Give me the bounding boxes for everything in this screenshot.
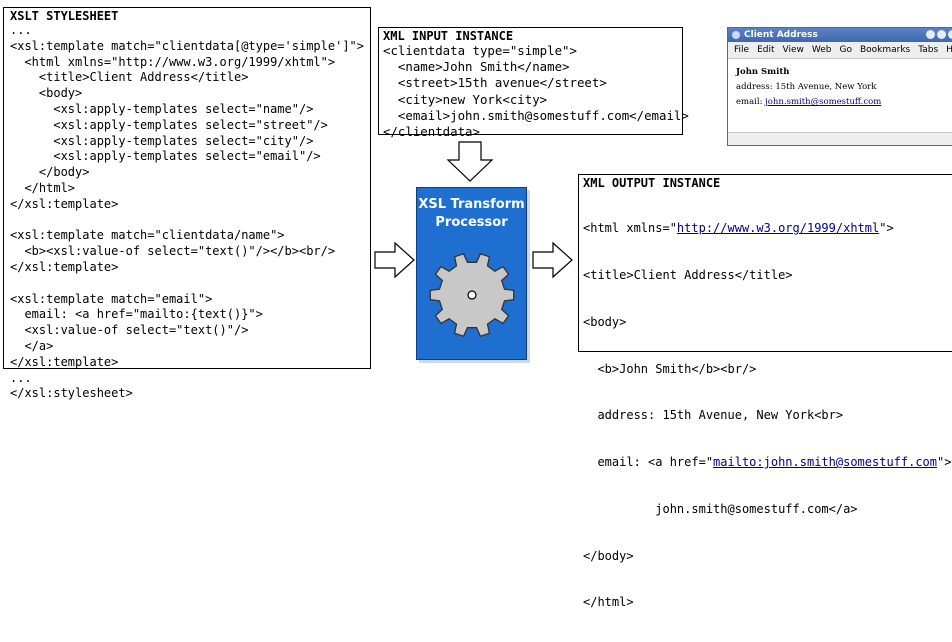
output-line: <body> xyxy=(583,314,627,329)
code-line: <xsl:apply-templates select="name"/> xyxy=(10,101,314,116)
code-line: </a> xyxy=(10,338,54,353)
output-line: address: 15th Avenue, New York<br> xyxy=(583,408,844,423)
code-line: <body> xyxy=(10,86,83,101)
code-line: <email>john.smith@somestuff.com</email> xyxy=(383,107,689,123)
menu-item-web[interactable]: Web xyxy=(811,45,832,55)
output-line: <b>John Smith</b><br/> xyxy=(583,361,757,376)
rendered-name: John Smith xyxy=(736,67,790,77)
code-line: <html xmlns="http://www.w3.org/1999/xhtm… xyxy=(10,54,336,69)
code-line: <city>new York<city> xyxy=(383,91,548,107)
menu-item-edit[interactable]: Edit xyxy=(757,45,775,55)
code-line: <b><xsl:value-of select="text()"/></b><b… xyxy=(10,244,336,259)
xml-output-box: XML OUTPUT INSTANCE <html xmlns="http://… xyxy=(578,174,952,609)
code-line: <xsl:template match="clientdata[@type='s… xyxy=(10,38,365,53)
processor-title-line2: Processor xyxy=(435,215,508,230)
code-line: </xsl:stylesheet> xyxy=(10,386,133,401)
code-line: <xsl:value-of select="text()"/> xyxy=(10,323,249,338)
rendered-email-link[interactable]: john.smith@somestuff.com xyxy=(765,97,882,107)
code-line: <clientdata type="simple"> xyxy=(383,43,577,58)
code-line xyxy=(10,276,364,292)
code-line: <name>John Smith</name> xyxy=(383,59,570,75)
xslt-code: ...<xsl:template match="clientdata[@type… xyxy=(10,23,364,402)
xslt-stylesheet-title: XSLT STYLESHEET xyxy=(10,9,119,23)
xslt-stylesheet-box: XSLT STYLESHEET ...<xsl:template match="… xyxy=(3,7,371,400)
menu-item-file[interactable]: File xyxy=(734,45,750,55)
browser-titlebar: Client Address xyxy=(728,28,952,42)
code-line: </xsl:template> xyxy=(10,196,119,211)
output-line: john.smith@somestuff.com</a> xyxy=(583,501,858,516)
menu-item-help[interactable]: Help xyxy=(946,45,952,55)
xml-input-title: XML INPUT INSTANCE xyxy=(383,29,514,43)
code-line: <xsl:apply-templates select="city"/> xyxy=(10,133,314,148)
code-line: </xsl:template> xyxy=(10,354,119,369)
rendered-email: email: john.smith@somestuff.com xyxy=(736,95,952,110)
minimize-icon[interactable] xyxy=(926,30,935,39)
code-line: <xsl:template match="clientdata/name"> xyxy=(10,228,285,243)
code-line: </html> xyxy=(10,180,76,195)
menu-item-view[interactable]: View xyxy=(782,45,804,55)
gear-icon xyxy=(429,252,515,338)
rendered-email-label: email: xyxy=(736,97,766,107)
right-arrow-out xyxy=(532,241,573,279)
maximize-icon[interactable] xyxy=(937,30,946,39)
output-line: </body> xyxy=(583,548,634,563)
close-icon[interactable] xyxy=(948,30,952,39)
browser-app-icon xyxy=(732,31,740,39)
browser-statusbar xyxy=(728,132,952,145)
xml-input-box: XML INPUT INSTANCE <clientdata type="sim… xyxy=(378,27,689,139)
code-line: ... xyxy=(10,370,32,385)
code-line: <xsl:template match="email"> xyxy=(10,291,213,306)
output-line: email: <a href="mailto:john.smith@somest… xyxy=(583,455,952,470)
processor-title-line1: XSL Transform xyxy=(418,197,525,212)
code-line: ... xyxy=(10,23,32,37)
code-line: <street>15th avenue</street> xyxy=(383,75,607,91)
browser-menubar: File Edit View Web Go Bookmarks Tabs Help xyxy=(728,42,952,59)
code-line: <xsl:apply-templates select="street"/> xyxy=(10,117,328,132)
down-arrow xyxy=(446,141,494,182)
menu-item-tabs[interactable]: Tabs xyxy=(918,45,939,55)
code-line: </clientdata> xyxy=(383,123,480,139)
code-line: </body> xyxy=(10,165,90,180)
browser-window: Client Address File Edit View Web Go Bookmark… xyxy=(727,27,952,146)
browser-window-title: Client Address xyxy=(744,30,818,40)
xml-output-title: XML OUTPUT INSTANCE xyxy=(583,176,721,190)
code-line: <title>Client Address</title> xyxy=(10,70,249,85)
code-line: </xsl:template> xyxy=(10,259,119,274)
xml-output-code: <html xmlns="http://www.w3.org/1999/xhtm… xyxy=(583,190,952,642)
xsl-transform-processor: XSL Transform Processor xyxy=(416,187,527,360)
menu-item-bookmarks[interactable]: Bookmarks xyxy=(859,45,911,55)
rendered-address: address: 15th Avenue, New York xyxy=(736,82,877,92)
output-line: </html> xyxy=(583,595,634,610)
output-line: <title>Client Address</title> xyxy=(583,267,793,282)
right-arrow-in xyxy=(374,241,415,279)
code-line: email: <a href="mailto:{text()}"> xyxy=(10,307,263,322)
mailto-link[interactable]: mailto:john.smith@somestuff.com xyxy=(713,455,938,470)
output-line: <html xmlns="http://www.w3.org/1999/xhtm… xyxy=(583,221,894,236)
xhtml-namespace-link[interactable]: http://www.w3.org/1999/xhtml xyxy=(676,221,880,236)
xml-input-code: <clientdata type="simple"> <name>John Sm… xyxy=(383,43,689,140)
code-line xyxy=(10,213,364,229)
code-line: <xsl:apply-templates select="email"/> xyxy=(10,149,321,164)
menu-item-go[interactable]: Go xyxy=(839,45,852,55)
browser-content: John Smith address: 15th Avenue, New Yor… xyxy=(728,59,952,116)
